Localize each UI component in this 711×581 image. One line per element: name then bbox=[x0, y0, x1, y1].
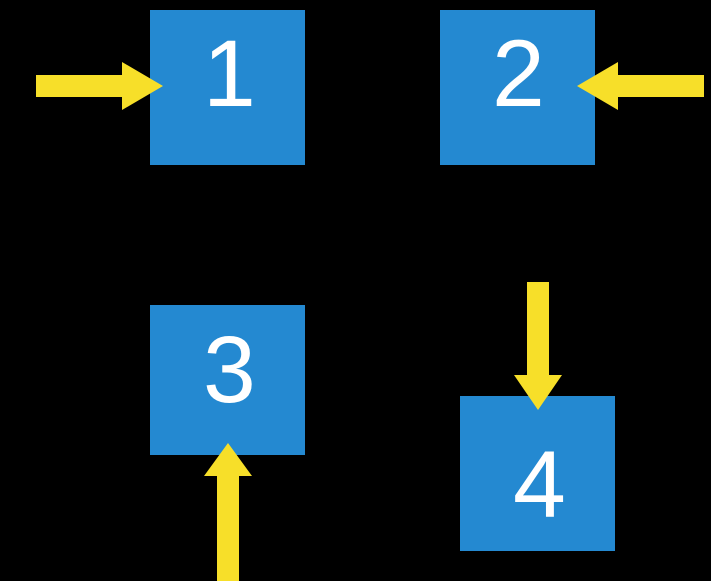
node-label-4: 4 bbox=[513, 432, 566, 538]
arrow-left-shape bbox=[577, 62, 704, 110]
arrow-up-shape bbox=[204, 443, 252, 581]
node-box-1[interactable] bbox=[150, 10, 305, 165]
node-box-3[interactable] bbox=[150, 305, 305, 455]
node-box-4[interactable] bbox=[460, 396, 615, 551]
node-label-1: 1 bbox=[203, 21, 256, 127]
node-label-3: 3 bbox=[203, 317, 256, 423]
node-label-2: 2 bbox=[492, 21, 545, 127]
arrow-down-into-box-4 bbox=[514, 282, 562, 410]
arrow-right-into-box-1 bbox=[36, 62, 163, 110]
arrow-right-shape bbox=[36, 62, 163, 110]
node-box-2[interactable] bbox=[440, 10, 595, 165]
arrow-down-shape bbox=[514, 282, 562, 410]
arrow-left-into-box-2 bbox=[577, 62, 704, 110]
arrow-up-into-box-3 bbox=[204, 443, 252, 581]
